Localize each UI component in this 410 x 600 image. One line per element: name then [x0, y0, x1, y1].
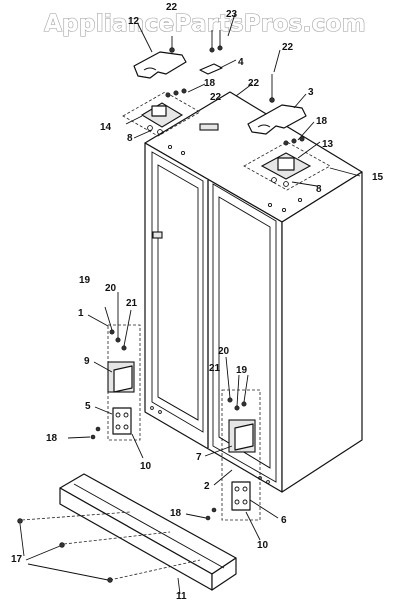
callout-7: 7: [196, 452, 202, 463]
base-grille: [17, 473, 237, 591]
callout-22: 22: [166, 2, 178, 13]
callout-20: 20: [218, 346, 230, 357]
callout-18: 18: [46, 433, 58, 444]
callout-20: 20: [105, 283, 117, 294]
callout-10: 10: [257, 540, 269, 551]
callout-10: 10: [140, 461, 152, 472]
callout-1: 1: [78, 308, 84, 319]
callout-21: 21: [126, 298, 138, 309]
callout-6: 6: [281, 515, 287, 526]
top-left-hinge-assembly: [122, 88, 201, 137]
callout-12: 12: [128, 16, 140, 27]
callout-8: 8: [127, 133, 133, 144]
callout-18: 18: [204, 78, 216, 89]
callout-2: 2: [204, 481, 210, 492]
watermark: AppliancePartsPros.com: [44, 11, 366, 37]
callout-9: 9: [84, 356, 90, 367]
leader-lines: [19, 13, 361, 595]
top-right-hinge-cover: [247, 74, 307, 135]
callout-22: 22: [248, 78, 260, 89]
callout-15: 15: [372, 172, 384, 183]
callout-labels: 22 23 12 22 4 22 18 22 3 14 8 18 13 8 15…: [11, 2, 384, 600]
callout-18: 18: [316, 116, 328, 127]
right-lower-hinge-assembly: [205, 389, 261, 521]
callout-14: 14: [100, 122, 112, 133]
callout-23: 23: [226, 9, 238, 20]
callout-21: 21: [209, 363, 221, 374]
top-right-hinge-assembly: [243, 136, 331, 191]
callout-22: 22: [282, 42, 294, 53]
bracket-part-4: [199, 30, 223, 131]
callout-17: 17: [11, 554, 23, 565]
callout-11: 11: [176, 591, 187, 600]
callout-4: 4: [238, 57, 244, 68]
callout-22: 22: [210, 92, 222, 103]
callout-19: 19: [236, 365, 248, 376]
top-left-hinge-cover: [133, 36, 187, 79]
callout-13: 13: [322, 139, 334, 150]
callout-19: 19: [79, 275, 91, 286]
left-lower-hinge-assembly: [90, 324, 141, 441]
callout-18: 18: [170, 508, 182, 519]
callout-3: 3: [308, 87, 314, 98]
callout-5: 5: [85, 401, 91, 412]
callout-8: 8: [316, 184, 322, 195]
refrigerator-cabinet: [144, 91, 363, 493]
